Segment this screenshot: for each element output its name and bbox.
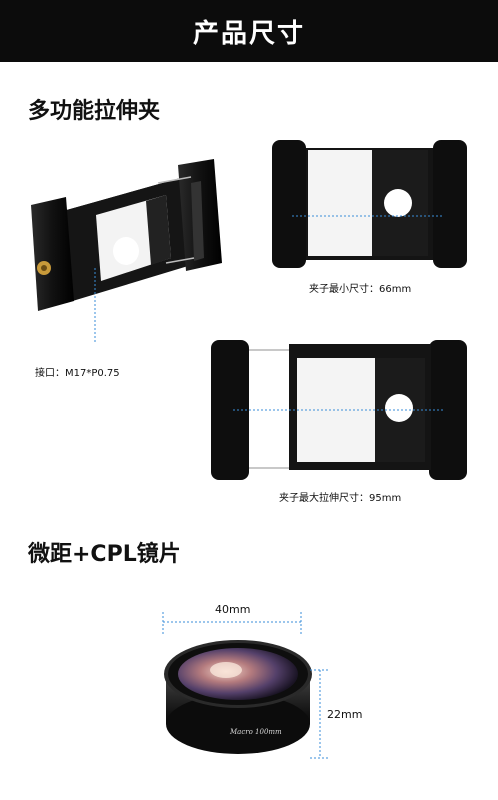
page-header: 产品尺寸 xyxy=(0,0,498,62)
section-title-lens: 微距+CPL镜片 xyxy=(28,542,181,567)
clamp-min-image xyxy=(272,140,467,268)
header-title: 产品尺寸 xyxy=(192,18,305,49)
clamp-perspective-image xyxy=(31,159,222,343)
lens-engraving: Macro 100mm xyxy=(229,728,282,736)
max-size-label: 夹子最大拉伸尺寸：95mm xyxy=(279,493,402,504)
min-size-label: 夹子最小尺寸：66mm xyxy=(309,284,412,295)
lens-height-dimension xyxy=(310,669,328,759)
interface-label: 接口：M17*P0.75 xyxy=(35,368,120,379)
clamp-max-image xyxy=(211,340,467,480)
lens-height-label: 22mm xyxy=(327,708,363,721)
lens-width-label: 40mm xyxy=(215,603,251,616)
section-title-clamp: 多功能拉伸夹 xyxy=(28,99,161,124)
lens-width-dimension xyxy=(162,612,302,634)
lens-image: Macro 100mm xyxy=(164,640,312,754)
